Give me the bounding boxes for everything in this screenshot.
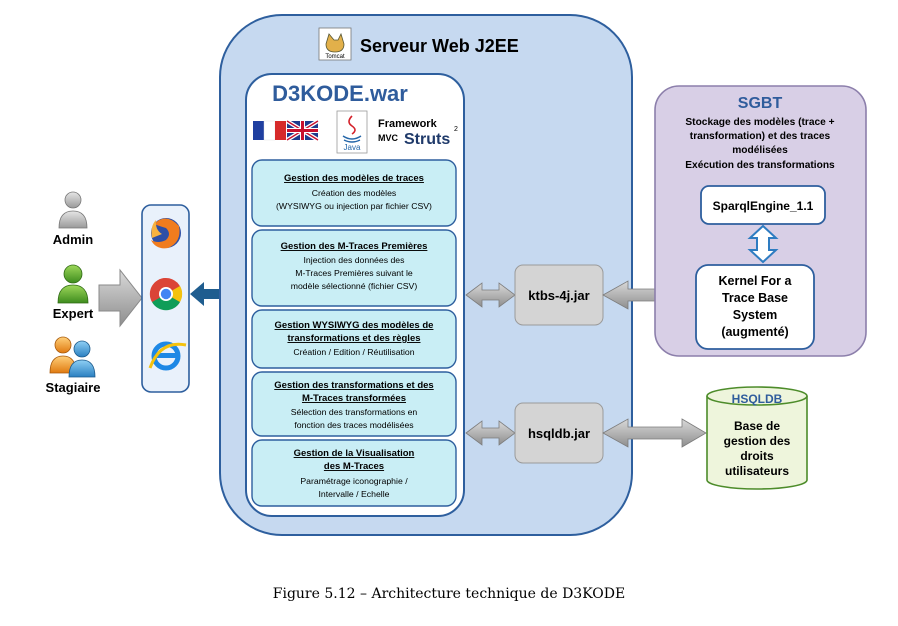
hsqldb-to-database-arrow [602,418,707,448]
ktbs-jar-label: ktbs-4j.jar [528,288,589,303]
module-3: Gestion WYSIWYG des modèles de transform… [251,309,457,369]
war-title: D3KODE.war [272,81,408,106]
kernel-box [695,264,815,350]
sgbt-desc: Stockage des modèles (trace + [685,117,834,128]
module-desc: Création / Edition / Réutilisation [293,347,414,357]
admin-user-icon [58,191,88,229]
users-to-browsers-arrow [98,268,143,328]
module-box [251,309,457,369]
framework-line2: MVC [378,133,399,143]
module-box [251,439,457,507]
database-desc: droits [740,449,774,463]
tomcat-label: Tomcat [325,54,345,60]
hsqldb-database: HSQLDB Base de gestion des droits utilis… [706,386,808,490]
figure-caption: Figure 5.12 – Architecture technique de … [273,586,625,602]
database-desc: gestion des [724,434,791,448]
struts-label: Struts [404,131,450,148]
sgbt-desc: transformation) et des traces [690,131,831,142]
struts-framework-logo: Framework MVC Struts 2 [378,118,458,148]
expert-user: Expert [53,264,94,321]
module-2: Gestion des M-Traces Premières Injection… [251,229,457,307]
sgbt-desc: Exécution des transformations [685,160,835,171]
module-box [251,371,457,437]
sgbt-desc: modélisées [732,145,788,156]
module-title: M-Traces transformées [302,393,406,404]
module-title: Gestion des M-Traces Premières [281,241,428,252]
module-box [251,159,457,227]
uk-flag-icon [285,119,320,142]
module-desc: fonction des traces modélisées [294,420,414,430]
module-title: Gestion WYSIWYG des modèles de [275,320,434,331]
sparql-engine-box [700,185,826,225]
war-modules: Gestion des modèles de traces Création d… [251,159,457,507]
module-desc: Intervalle / Echelle [319,489,390,499]
module-desc: Injection des données des [304,255,406,265]
sparql-engine-label: SparqlEngine_1.1 [713,199,814,213]
module-desc: modèle sélectionné (fichier CSV) [291,281,418,291]
module-desc: Sélection des transformations en [291,407,418,417]
stagiaire-users: Stagiaire [46,336,101,395]
engine-kernel-arrow [747,224,779,264]
database-cylinder [706,396,808,490]
framework-line1: Framework [378,118,438,130]
module-5: Gestion de la Visualisation des M-Traces… [251,439,457,507]
module-title: des M-Traces [324,461,384,472]
caption-text: Architecture technique de D3KODE [370,586,625,602]
firefox-icon [151,218,181,249]
admin-user: Admin [53,191,94,247]
database-desc: utilisateurs [725,464,789,478]
java-label: Java [344,143,361,152]
kernel-label: System [733,308,777,322]
caption-separator: – [356,586,372,602]
module-title: Gestion de la Visualisation [294,448,415,459]
module-desc: Paramétrage iconographie / [300,476,408,486]
module-4: Gestion des transformations et des M-Tra… [251,371,457,437]
module-desc: M-Traces Premières suivant le [295,268,413,278]
internet-explorer-icon [148,341,187,371]
kernel-label: (augmenté) [721,325,788,339]
kernel-label: Trace Base [722,291,788,305]
expert-user-icon [57,264,89,304]
struts-superscript: 2 [454,126,458,133]
kernel-label: Kernel For a [719,274,793,288]
database-desc: Base de [734,419,780,433]
hsqldb-jar-label: hsqldb.jar [528,426,590,441]
database-cylinder-top [706,386,808,406]
tomcat-logo: Tomcat [318,27,352,61]
module-desc: (WYSIWYG ou injection par fichier CSV) [276,201,432,211]
caption-label: Figure 5.12 [273,586,356,602]
sgbt-title: SGBT [738,95,783,112]
user-label-stagiaire: Stagiaire [46,380,101,395]
module-1: Gestion des modèles de traces Création d… [251,159,457,227]
module-title: Gestion des transformations et des [274,380,433,391]
french-flag-icon [253,120,286,141]
java-logo-icon: Java [336,110,368,154]
user-label-expert: Expert [53,306,94,321]
module-box [251,229,457,307]
module-title: Gestion des modèles de traces [284,173,424,184]
server-title: Serveur Web J2EE [360,36,519,56]
module-desc: Création des modèles [312,188,397,198]
database-title: HSQLDB [732,392,783,406]
module-title: transformations et des règles [287,333,420,344]
user-label-admin: Admin [53,232,94,247]
stagiaire-users-icon [49,336,96,378]
chrome-icon [149,277,183,311]
